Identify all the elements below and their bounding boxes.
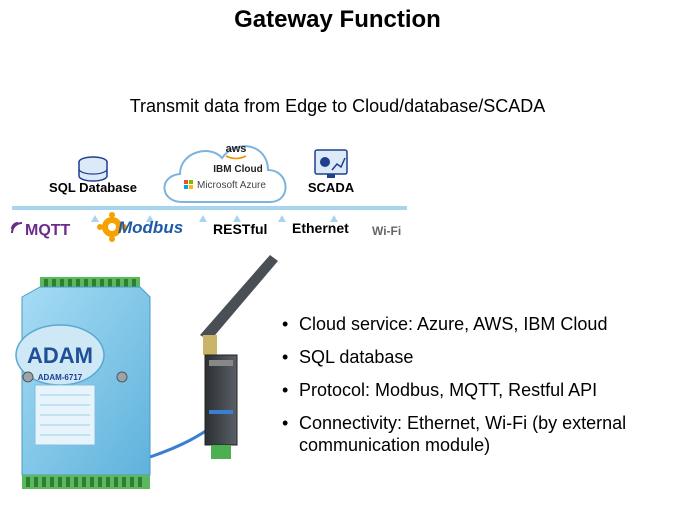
aws-smile-icon: [225, 155, 247, 160]
mqtt-logo-text: MQTT: [25, 222, 71, 239]
devices-illustration: ADAM ADAM-6717: [15, 255, 278, 489]
antenna-icon: [200, 255, 278, 355]
sql-database-icon: [78, 156, 108, 182]
wifi-label: Wi-Fi: [372, 224, 401, 238]
slide-subtitle: Transmit data from Edge to Cloud/databas…: [129, 96, 546, 116]
gateway-device: [204, 354, 238, 459]
restful-label: RESTful: [213, 221, 267, 237]
adam-model-text: ADAM-6717: [38, 373, 83, 382]
ethernet-label: Ethernet: [292, 220, 349, 236]
connection-line: [12, 206, 407, 210]
scada-label: SCADA: [308, 180, 355, 195]
sql-database-label: SQL Database: [49, 180, 137, 195]
ibm-cloud-logo-text: IBM Cloud: [213, 164, 262, 175]
bullet-protocol: Protocol: Modbus, MQTT, Restful API: [282, 379, 672, 401]
modbus-gear-icon: [97, 212, 127, 242]
feature-list: Cloud service: Azure, AWS, IBM Cloud SQL…: [282, 313, 672, 467]
connection-arrows: [91, 215, 338, 222]
slide-title: Gateway Function: [234, 6, 441, 33]
adam-brand-text: ADAM: [27, 343, 93, 368]
mqtt-logo-icon: [11, 222, 23, 234]
bullet-cloud-service: Cloud service: Azure, AWS, IBM Cloud: [282, 313, 672, 335]
bullet-sql-database: SQL database: [282, 346, 672, 368]
microsoft-logo-icon: [184, 180, 193, 189]
services-banner: SQL Database aws IBM Cloud Microsoft Azu…: [11, 143, 407, 242]
azure-logo-text: Microsoft Azure: [197, 180, 266, 191]
scada-monitor-icon: [314, 149, 348, 178]
modbus-logo-text: Modbus: [118, 218, 183, 237]
cloud-icon: [163, 145, 287, 203]
aws-logo-text: aws: [226, 143, 247, 155]
bullet-connectivity: Connectivity: Ethernet, Wi-Fi (by extern…: [282, 412, 672, 456]
adam-io-module: [15, 277, 151, 489]
